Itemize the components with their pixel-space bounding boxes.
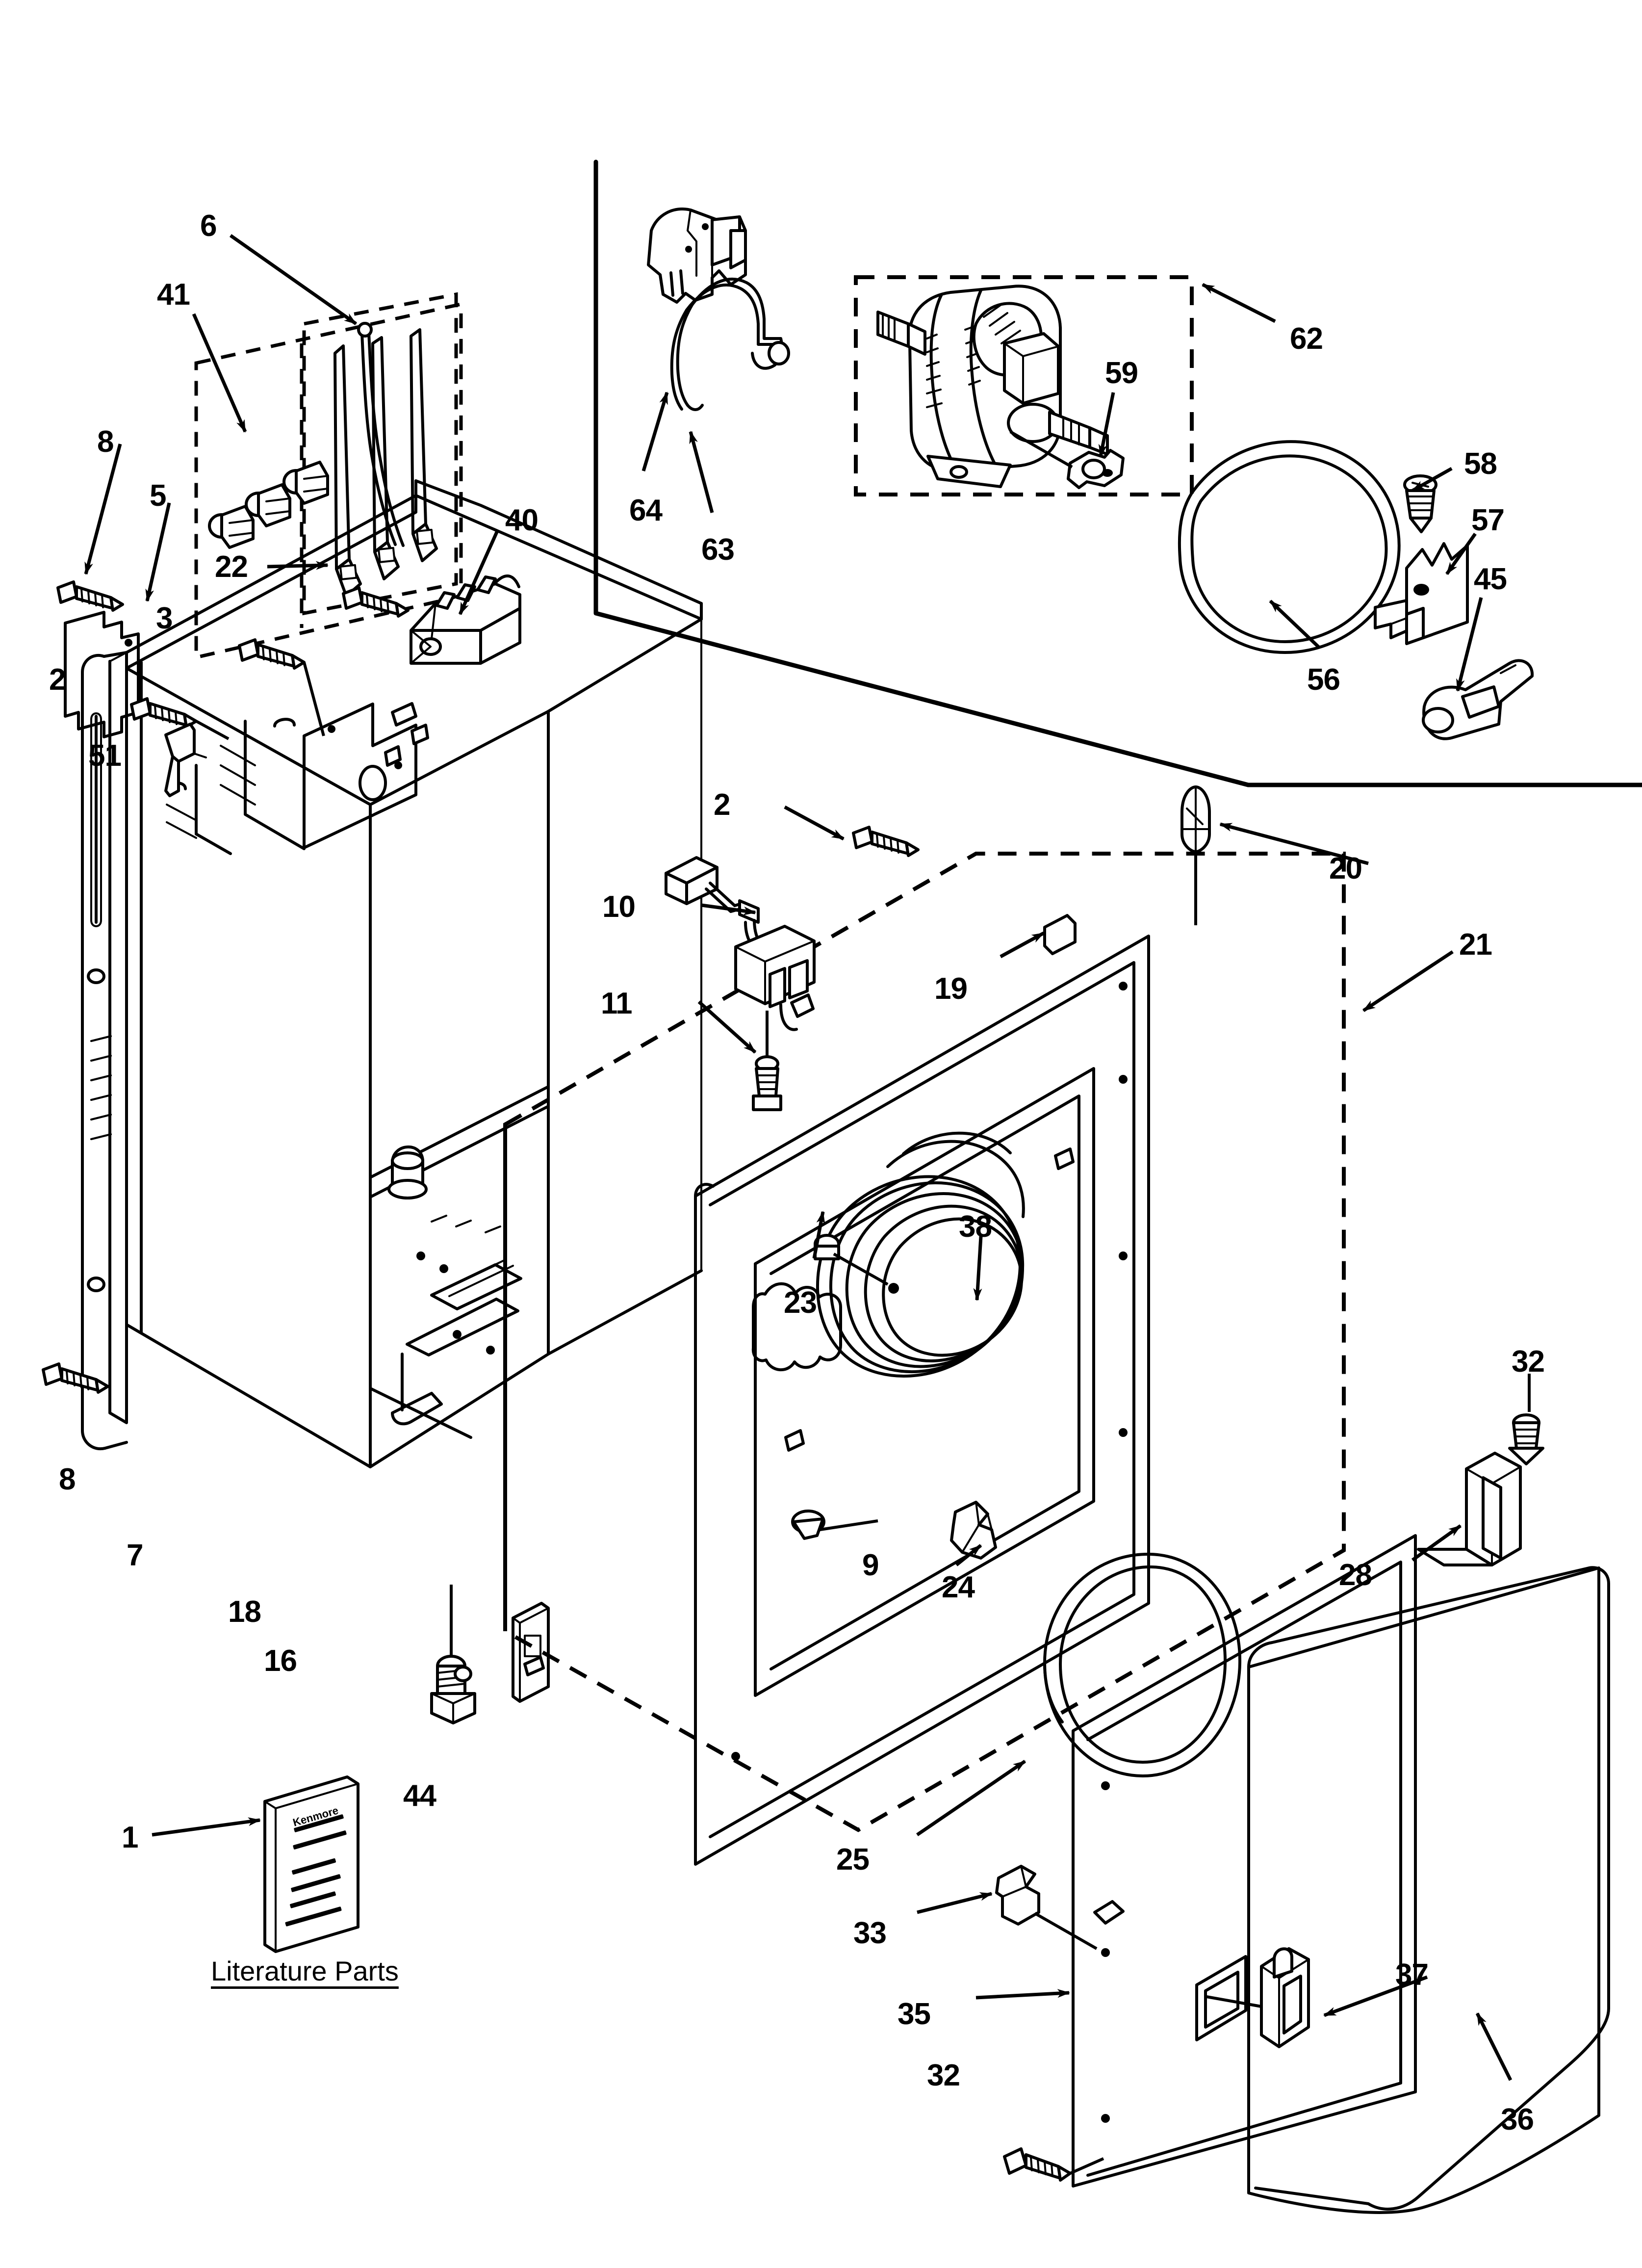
callout-64-motor-bracket: 64 [629, 494, 663, 527]
screw-32b [1003, 2147, 1104, 2182]
insulator-bushings [208, 461, 329, 549]
callout-25-door-seal: 25 [836, 1843, 870, 1877]
callout-41-terminal-block-assembly: 41 [157, 278, 190, 312]
callout-5-bracket-cover: 5 [150, 479, 166, 513]
screw-32a [1508, 1374, 1544, 1465]
door-group [916, 1374, 1610, 2214]
clamp-nut-59 [1067, 449, 1125, 489]
callout-2-screw: 2 [49, 663, 66, 697]
screw-2b [852, 826, 920, 857]
callout-22-screw: 22 [215, 550, 248, 584]
push-pin-20 [1180, 785, 1211, 925]
callout-16-leveling-leg: 16 [264, 1644, 297, 1678]
callout-19-front-panel-clip: 19 [934, 972, 968, 1006]
door-switch-10 [665, 856, 816, 1031]
cabinet-group [42, 479, 703, 1724]
callout-9-grommet: 9 [862, 1548, 879, 1582]
motor-bracket-group [641, 208, 790, 513]
callout-62-motor-assembly: 62 [1290, 322, 1323, 356]
callout-37-door-handle: 37 [1395, 1958, 1429, 1992]
callout-24-retainer-clip: 24 [942, 1570, 975, 1604]
door-hinge-28 [1417, 1452, 1522, 1566]
door-catch-33 [995, 1865, 1098, 1950]
callout-3-screw: 3 [156, 601, 173, 635]
callout-59-clamp-nut: 59 [1105, 356, 1138, 390]
screw-8b [42, 1362, 109, 1394]
callout-6-heater-element-terminal: 6 [200, 209, 217, 243]
callout-2-screw: 2 [714, 788, 730, 822]
front-panel-group [503, 785, 1454, 1866]
callout-32-screw: 32 [927, 2059, 960, 2092]
terminal-block-40 [410, 574, 521, 665]
door-seal-25 [1043, 1552, 1242, 1777]
callout-32-screw: 32 [1512, 1345, 1545, 1379]
ground-clip-51 [164, 723, 207, 797]
callout-11-screw: 11 [601, 987, 633, 1020]
idler-pulley-45 [1422, 659, 1534, 740]
callout-38-drum-front-duct: 38 [959, 1210, 992, 1244]
callout-18-cabinet: 18 [228, 1595, 261, 1629]
callout-8-screw: 8 [59, 1462, 76, 1496]
door-handle-37 [1206, 1947, 1310, 2048]
callout-56-drive-belt: 56 [1307, 663, 1340, 697]
screw-11 [752, 1011, 782, 1111]
drive-motor [876, 285, 1109, 488]
retainer-clip-24 [950, 1501, 997, 1560]
callout-58-screw: 58 [1464, 447, 1497, 481]
callout-7-cabinet-side-rail: 7 [127, 1538, 143, 1572]
idler-bracket-57 [1374, 542, 1469, 645]
callout-35-inner-door-panel: 35 [898, 1997, 931, 2031]
motor-assembly-group [854, 275, 1276, 496]
grommet-9 [791, 1510, 825, 1540]
front-panel-clip-19 [1043, 914, 1077, 955]
drum-duct-38 [816, 1131, 1025, 1378]
callout-23-drum-seal-screw: 23 [784, 1286, 817, 1320]
screw-8a [56, 580, 124, 612]
callout-33-door-catch: 33 [853, 1916, 887, 1950]
callout-10-door-switch: 10 [602, 890, 636, 924]
screw-2a [130, 697, 230, 740]
nameplate-44 [512, 1602, 550, 1703]
screw-3 [238, 638, 325, 736]
callout-40-terminal-block: 40 [505, 503, 539, 537]
group-label-literature-parts: Literature Parts [211, 1955, 399, 1986]
leveling-leg-16 [430, 1585, 476, 1724]
drum-seal-bracket-23 [751, 1234, 899, 1371]
callout-36-outer-door-panel: 36 [1501, 2103, 1534, 2137]
callout-57-idler-pulley-bracket: 57 [1471, 503, 1505, 537]
sector-divider [593, 159, 1642, 787]
callout-63-motor-clamp-wire: 63 [701, 533, 735, 567]
callout-51-ground-clip: 51 [88, 739, 122, 773]
callout-8-screw: 8 [97, 425, 114, 459]
callout-45-idler-pulley: 45 [1474, 562, 1507, 596]
callout-21-front-panel-assembly: 21 [1459, 928, 1492, 962]
belt-and-idler-group [1178, 440, 1534, 740]
callout-44-nameplate: 44 [403, 1779, 436, 1813]
callout-28-door-hinge: 28 [1339, 1558, 1372, 1592]
callout-1-literature-manual: 1 [122, 1821, 138, 1854]
callout-20-push-pin-clip: 20 [1329, 852, 1362, 886]
screw-22 [342, 586, 410, 618]
